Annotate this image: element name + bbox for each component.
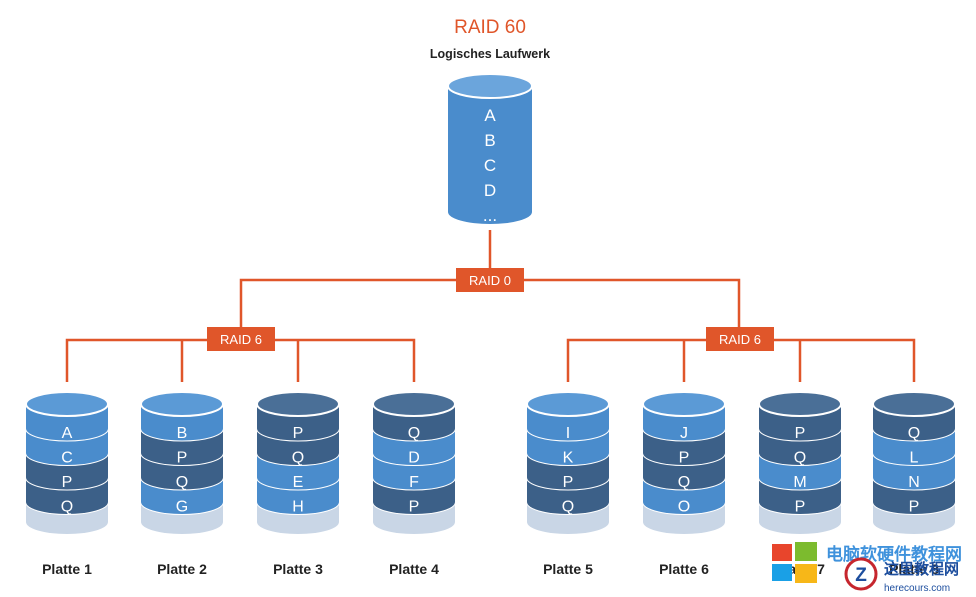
- disk-block-label: F: [409, 474, 419, 491]
- disk-name: Platte 3: [273, 561, 323, 577]
- logical-drive-letter: C: [484, 156, 496, 175]
- disk-block-label: L: [910, 450, 919, 467]
- disk-block-top: [758, 391, 842, 417]
- disk-block-top: [140, 391, 224, 417]
- disk-block-label: M: [793, 474, 806, 491]
- disk-block-label: Q: [908, 425, 920, 442]
- watermark-url: herecours.com: [884, 583, 950, 594]
- raid6-label-right: RAID 6: [719, 332, 761, 347]
- disk-block-top: [25, 391, 109, 417]
- disk-block-label: P: [909, 499, 920, 516]
- disk-block-label: A: [62, 425, 73, 442]
- disk-block-label: H: [292, 499, 304, 516]
- disk-block-label: D: [408, 450, 420, 467]
- disk-block-label: Q: [794, 450, 806, 467]
- watermark: 电脑软硬件教程网 Z 这里教程网 herecours.com: [772, 542, 962, 594]
- disk-block-label: O: [678, 499, 690, 516]
- disk-block-label: Q: [61, 499, 73, 516]
- disk-block-top: [372, 391, 456, 417]
- disk-block-label: Q: [562, 499, 574, 516]
- disk-block-label: P: [177, 450, 188, 467]
- disk-block-label: N: [908, 474, 920, 491]
- disk-block-label: P: [679, 450, 690, 467]
- raid6-node-left: RAID 6: [207, 327, 275, 351]
- disk-block-label: P: [409, 499, 420, 516]
- logical-drive-letter: A: [484, 106, 496, 125]
- raid0-box: [456, 268, 524, 292]
- disk-name: Platte 6: [659, 561, 709, 577]
- raid6-label-left: RAID 6: [220, 332, 262, 347]
- diagram-title: RAID 60: [454, 17, 526, 38]
- windows-logo-icon: [772, 542, 817, 583]
- disk-name: Platte 4: [389, 561, 439, 577]
- logical-drive-body: [448, 86, 532, 224]
- disk-block-top: [872, 391, 956, 417]
- disk-block-label: Q: [408, 425, 420, 442]
- disk-block-label: P: [293, 425, 304, 442]
- logical-drive-top: [447, 73, 533, 99]
- raid6-node-right: RAID 6: [706, 327, 774, 351]
- disk-block-top: [256, 391, 340, 417]
- disk-name: Platte 5: [543, 561, 593, 577]
- connector-lines: [65, 230, 916, 382]
- disk-block-top: [642, 391, 726, 417]
- disk-name: Platte 8: [889, 561, 939, 577]
- disk-block-label: P: [563, 474, 574, 491]
- disk-block-label: J: [680, 425, 688, 442]
- disk-block-label: Q: [292, 450, 304, 467]
- disk-block-label: C: [61, 450, 73, 467]
- disk-name: Platte 1: [42, 561, 92, 577]
- raid6-box-left: [207, 327, 275, 351]
- disk-name: Platte 2: [157, 561, 207, 577]
- diagram-subtitle: Logisches Laufwerk: [430, 47, 550, 61]
- raid6-box-right: [706, 327, 774, 351]
- logical-drive-letter: D: [484, 181, 496, 200]
- svg-text:Z: Z: [855, 565, 867, 586]
- logical-drive: ABCD...: [447, 73, 533, 225]
- logical-drive-letter: B: [484, 131, 495, 150]
- disk-block-label: G: [176, 499, 188, 516]
- disk-block-label: B: [177, 425, 188, 442]
- disk-block-label: P: [795, 425, 806, 442]
- disk-block-label: E: [293, 474, 304, 491]
- disk-block-label: Q: [678, 474, 690, 491]
- raid0-label: RAID 0: [469, 273, 511, 288]
- disk-block-label: K: [563, 450, 574, 467]
- disk-block-label: P: [795, 499, 806, 516]
- watermark-z-logo-icon: [844, 557, 878, 591]
- logical-drive-letters: ABCD...: [483, 106, 497, 225]
- raid0-node: RAID 0: [456, 268, 524, 292]
- disk-block-label: I: [566, 425, 570, 442]
- disk-block-top: [526, 391, 610, 417]
- logical-drive-letter: ...: [483, 206, 497, 225]
- disk-block-label: Q: [176, 474, 188, 491]
- disk-block-label: P: [62, 474, 73, 491]
- watermark-name: 这里教程网: [884, 560, 959, 578]
